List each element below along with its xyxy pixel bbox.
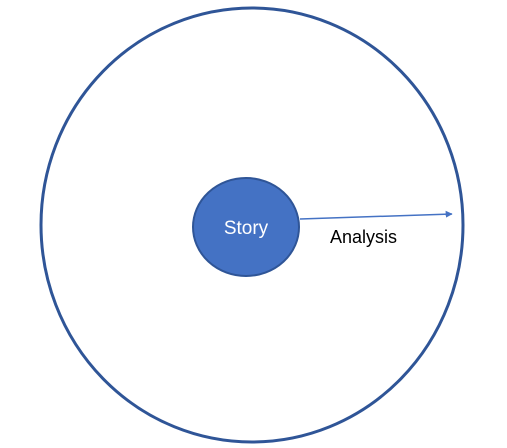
analysis-label: Analysis (330, 227, 397, 247)
story-label: Story (224, 218, 269, 239)
inner-circle-story (192, 177, 300, 277)
outer-circle (39, 6, 465, 444)
analysis-arrow (299, 210, 453, 220)
